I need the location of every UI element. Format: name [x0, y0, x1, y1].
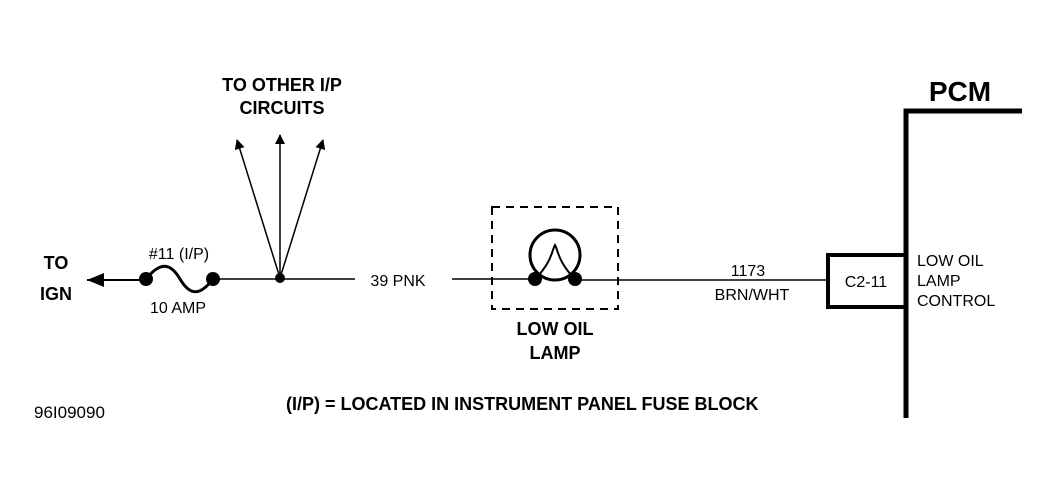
pcm-boundary [903, 108, 1022, 418]
pcm-function-line2: LAMP [917, 273, 961, 290]
lamp-bulb [528, 228, 582, 282]
lamp-filament [534, 243, 576, 280]
other-circuits-label-line1: TO OTHER I/P [222, 75, 342, 95]
ignition-arrowhead [87, 273, 104, 287]
pcm-title: PCM [929, 76, 991, 107]
lamp-terminal-left [528, 272, 542, 286]
wire-brn-wht-label: BRN/WHT [715, 287, 790, 304]
branch-arrow-left [234, 139, 281, 279]
branch-arrow-right [279, 139, 326, 279]
fuse-element [144, 264, 215, 294]
fuse-rating-label: 10 AMP [150, 300, 206, 317]
connector-c2-11 [826, 253, 908, 309]
figure-id: 96I09090 [34, 403, 105, 422]
lamp-enclosure [491, 206, 619, 310]
wire-39-pnk-label: 39 PNK [370, 273, 425, 290]
pcm-function-line3: CONTROL [917, 293, 995, 310]
to-ign-label-line1: TO [44, 253, 69, 273]
fuse-name-label: #11 (I/P) [149, 246, 209, 263]
other-circuits-label-line2: CIRCUITS [240, 98, 325, 118]
wire-1173-label: 1173 [731, 263, 766, 280]
lamp-terminal-right [568, 272, 582, 286]
connector-label: C2-11 [845, 274, 887, 291]
legend-text: (I/P) = LOCATED IN INSTRUMENT PANEL FUSE… [286, 394, 759, 414]
pcm-function-line1: LOW OIL [917, 253, 984, 270]
lamp-label-line1: LOW OIL [517, 319, 594, 339]
to-ign-label-line2: IGN [40, 284, 72, 304]
lamp-label-line2: LAMP [530, 343, 581, 363]
